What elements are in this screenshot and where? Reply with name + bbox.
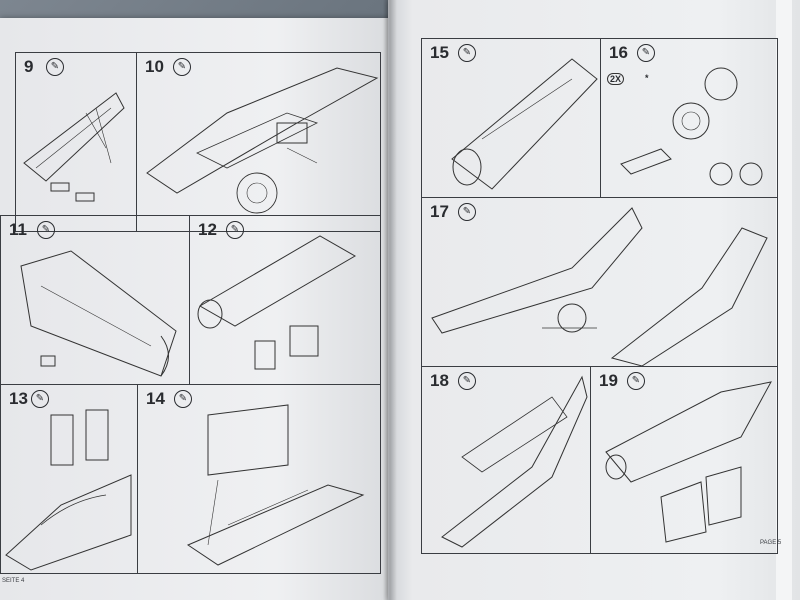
step-number: 13 [9,389,28,408]
tail-section-drawing [431,207,768,366]
glue-brush-icon: ✎ [46,58,64,76]
step-17-panel: 17 ✎ [421,197,778,367]
step-14-panel: 14 ✎ [137,384,381,574]
step-11-panel: 11 ✎ [0,215,190,385]
glue-brush-icon: ✎ [37,221,55,239]
cockpit-tub-assembly-drawing [146,67,379,214]
step-number: 15 [430,43,449,62]
step-number: 10 [145,57,164,76]
step-12-panel: 12 ✎ [189,215,381,385]
step-number: 19 [599,371,618,390]
glue-brush-icon: ✎ [637,44,655,62]
glue-brush-icon: ✎ [458,372,476,390]
fuselage-assembly-drawing [20,250,177,377]
nose-section-drawing [197,235,356,370]
step-number: 18 [430,371,449,390]
canopy-frame-drawing [186,404,365,566]
step-number: 14 [146,389,165,408]
glue-brush-icon: ✎ [31,390,49,408]
book-gutter-shadow [383,0,397,600]
page-number-label: PAGE 5 [760,540,782,546]
rear-fuselage-drawing [451,58,598,190]
quantity-marker: 2X [607,73,625,85]
step-10-panel: 10 ✎ [136,52,381,232]
glue-brush-icon: ✎ [173,58,191,76]
step-number: 9 [24,57,34,76]
step-13-panel: 13 ✎ [0,384,138,574]
sheet-edge [776,0,792,600]
glue-brush-icon: ✎ [458,203,476,221]
step-number: 12 [198,220,217,239]
step-15-panel: 15 ✎ [421,38,601,198]
step-number: 11 [9,220,27,239]
fuselage-join-drawing [441,375,588,548]
step-9-panel: 9 ✎ [15,52,137,232]
page-number-label: SEITE 4 [2,578,25,584]
left-instruction-page: 9 ✎ 10 ✎ 11 ✎ [0,18,395,600]
glue-brush-icon: ✎ [226,221,244,239]
ejection-seats-drawing [5,409,132,571]
glue-brush-icon: ✎ [174,390,192,408]
step-18-panel: 18 ✎ [421,366,591,554]
note-marker: * [645,73,649,83]
fuselage-half-drawing [23,92,125,202]
step-16-panel: 16 ✎ 2X * [600,38,778,198]
right-instruction-page: 15 ✎ 16 ✎ 2X * 17 ✎ [388,0,800,600]
step-19-panel: 19 ✎ [590,366,778,554]
step-number: 16 [609,43,628,62]
step-number: 17 [430,202,449,221]
glue-brush-icon: ✎ [458,44,476,62]
landing-gear-doors-drawing [605,381,772,543]
engine-exhaust-drawing [620,67,763,186]
glue-brush-icon: ✎ [627,372,645,390]
